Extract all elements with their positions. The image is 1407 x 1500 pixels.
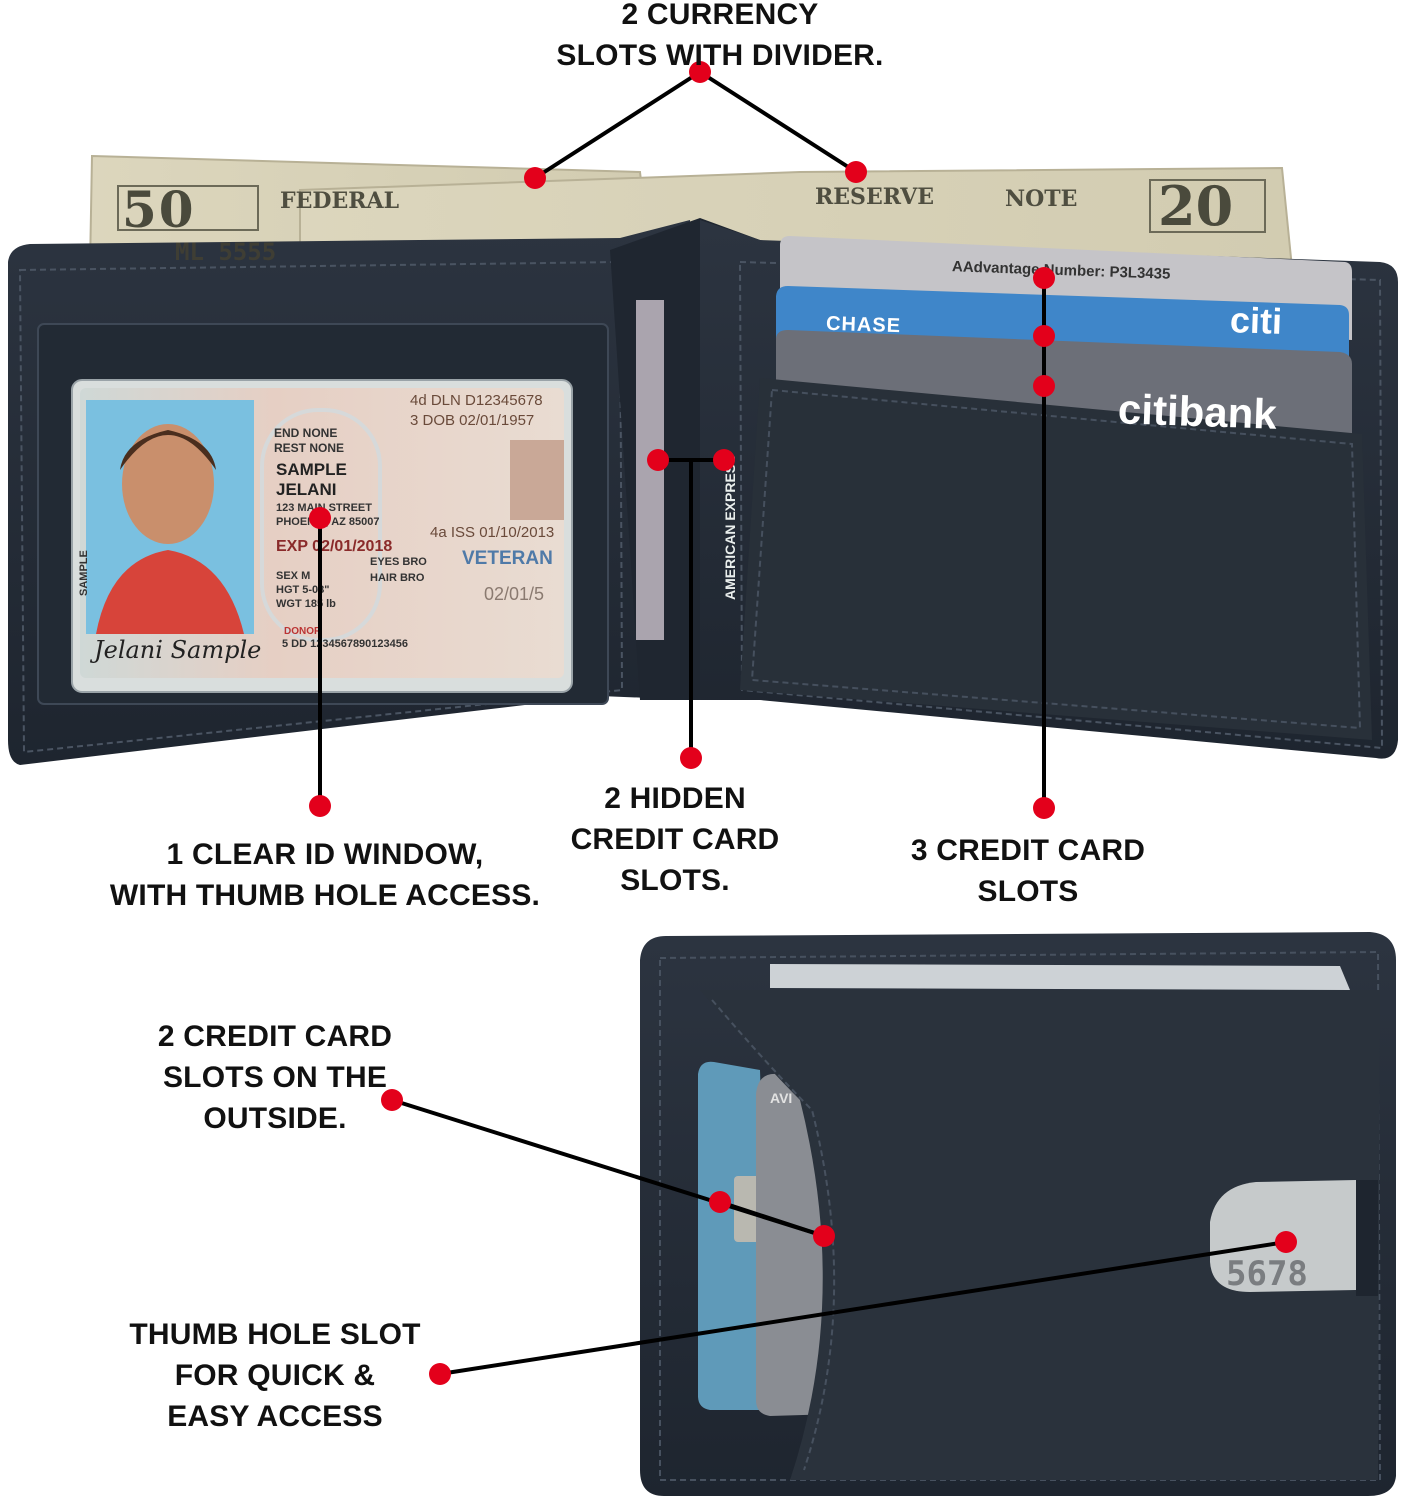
fifty-word: FEDERAL — [280, 188, 400, 214]
callout-line: SLOTS — [977, 875, 1079, 908]
callout-line: 2 HIDDEN — [604, 782, 746, 815]
callout-dot — [524, 167, 546, 189]
id-signature: Jelani Sample — [94, 636, 262, 664]
id-name-last: SAMPLE — [276, 460, 347, 479]
wallet-right-front-pocket — [740, 378, 1372, 740]
id-rest: REST NONE — [274, 441, 345, 455]
id-eyes: EYES BRO — [370, 556, 427, 568]
id-hair: HAIR BRO — [370, 572, 425, 584]
id-exp: EXP 02/01/2018 — [276, 538, 393, 555]
callout-outside-slots: 2 CREDIT CARD SLOTS ON THE OUTSIDE. — [130, 1016, 420, 1139]
id-donor: DONOR — [284, 626, 322, 637]
callout-line: CREDIT CARD — [570, 823, 780, 856]
callout-dot — [1033, 375, 1055, 397]
callout-dot — [813, 1225, 835, 1247]
callout-line: EASY ACCESS — [167, 1400, 383, 1433]
id-date-secondary: 02/01/5 — [484, 584, 545, 604]
callout-line: SLOTS WITH DIVIDER. — [556, 39, 884, 72]
callout-line: SLOTS. — [620, 864, 730, 897]
id-dd: 5 DD 1234567890123456 — [282, 638, 409, 650]
callout-dot — [713, 449, 735, 471]
callout-dot — [680, 747, 702, 769]
twenty-word-reserve: RESERVE — [815, 184, 935, 210]
callout-dot — [309, 507, 331, 529]
fifty-denomination: 50 — [122, 180, 196, 239]
callout-dot — [381, 1089, 403, 1111]
id-name-first: JELANI — [276, 480, 337, 499]
id-end: END NONE — [274, 426, 338, 440]
callout-line: 3 CREDIT CARD — [910, 834, 1146, 867]
callout-line: THUMB HOLE SLOT — [129, 1318, 421, 1351]
callout-dot — [845, 161, 867, 183]
callout-dot — [1033, 325, 1055, 347]
id-hgt: HGT 5-08" — [276, 584, 330, 596]
twenty-denomination: 20 — [1158, 174, 1234, 238]
callout-dot — [709, 1191, 731, 1213]
id-sex: SEX M — [276, 570, 311, 582]
callout-thumb-hole-slot: THUMB HOLE SLOT FOR QUICK & EASY ACCESS — [110, 1314, 440, 1437]
id-dob: 3 DOB 02/01/1957 — [410, 412, 535, 429]
callout-line: FOR QUICK & — [174, 1359, 376, 1392]
callout-line: 1 CLEAR ID WINDOW, — [166, 838, 484, 871]
outside-card-text: AVI — [770, 1090, 793, 1106]
callout-line: SLOTS ON THE — [162, 1061, 388, 1094]
callout-currency-slots: 2 CURRENCY SLOTS WITH DIVIDER. — [520, 0, 920, 76]
thumb-card-digits: 5678 — [1226, 1254, 1308, 1294]
callout-dot — [1033, 797, 1055, 819]
outside-card-blue — [698, 1061, 770, 1410]
callout-hidden-slots: 2 HIDDEN CREDIT CARD SLOTS. — [540, 778, 810, 901]
id-window — [71, 379, 573, 693]
callout-dot — [1275, 1231, 1297, 1253]
callout-line: WITH THUMB HOLE ACCESS. — [109, 879, 541, 912]
callout-dot — [309, 795, 331, 817]
id-iss: 4a ISS 01/10/2013 — [430, 524, 555, 541]
id-veteran: VETERAN — [462, 548, 553, 569]
id-dln: 4d DLN D12345678 — [410, 392, 543, 409]
callout-line: 2 CURRENCY — [621, 0, 819, 31]
callout-id-window: 1 CLEAR ID WINDOW, WITH THUMB HOLE ACCES… — [90, 834, 560, 916]
callout-dot — [647, 449, 669, 471]
callout-dot — [429, 1363, 451, 1385]
callout-dot — [1033, 267, 1055, 289]
fifty-serial: ML 5555 — [175, 238, 277, 266]
callout-line: 2 CREDIT CARD — [157, 1020, 393, 1053]
callout-credit-card-slots: 3 CREDIT CARD SLOTS — [890, 830, 1166, 912]
callout-line: OUTSIDE. — [203, 1102, 347, 1135]
twenty-word-note: NOTE — [1005, 186, 1078, 212]
callout-dot — [689, 61, 711, 83]
